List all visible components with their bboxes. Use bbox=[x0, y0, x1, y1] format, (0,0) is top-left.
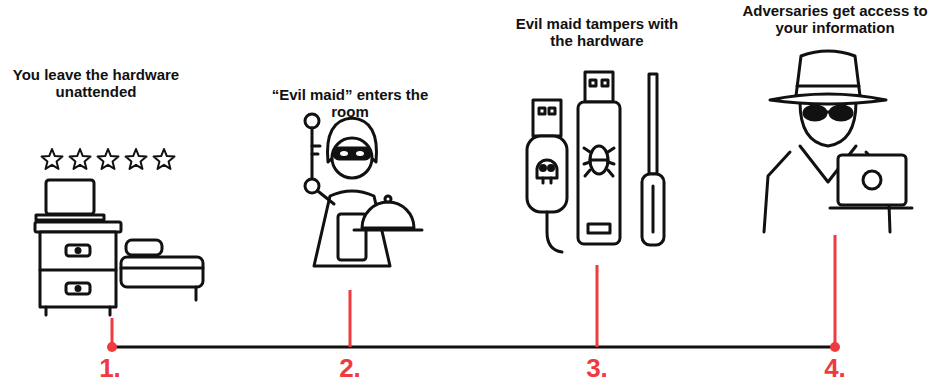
timeline-axis bbox=[830, 342, 840, 352]
tampering-tools-icon bbox=[578, 102, 620, 244]
tampering-tools-icon bbox=[549, 108, 555, 114]
maid-icon bbox=[334, 148, 370, 159]
adversary-icon bbox=[863, 171, 881, 189]
tampering-tools-icon bbox=[527, 72, 664, 252]
maid-icon bbox=[354, 229, 422, 232]
hotel-room-icon bbox=[121, 267, 203, 270]
tampering-tools-icon bbox=[584, 148, 614, 176]
timeline-axis bbox=[834, 235, 837, 347]
tampering-tools-icon bbox=[537, 160, 557, 178]
maid-icon bbox=[305, 179, 319, 193]
tampering-tools-icon bbox=[652, 186, 655, 232]
adversary-icon bbox=[800, 102, 856, 146]
rating-stars bbox=[70, 149, 91, 169]
hotel-room-icon bbox=[76, 249, 80, 253]
maid-icon bbox=[305, 114, 422, 266]
tampering-tools-icon bbox=[588, 224, 610, 233]
rating-stars bbox=[98, 149, 119, 169]
timeline-axis bbox=[107, 342, 117, 352]
rating-stars bbox=[126, 149, 147, 169]
tampering-tools-icon bbox=[547, 212, 562, 252]
maid-icon bbox=[332, 138, 372, 178]
step-caption: You leave the hardware unattended bbox=[0, 66, 196, 101]
hotel-room-icon bbox=[109, 307, 112, 315]
hotel-room-icon bbox=[66, 283, 90, 294]
step-number: 4. bbox=[805, 354, 865, 383]
hotel-room-icon bbox=[121, 257, 203, 287]
step-number: 1. bbox=[80, 354, 140, 383]
timeline-axis bbox=[107, 235, 840, 352]
hotel-room-icon bbox=[40, 269, 116, 272]
rating-stars bbox=[42, 149, 175, 169]
adversary-icon bbox=[830, 106, 852, 120]
hotel-room-icon bbox=[40, 232, 116, 307]
tampering-tools-icon bbox=[527, 136, 567, 212]
rating-stars bbox=[154, 149, 175, 169]
tampering-tools-icon bbox=[649, 74, 657, 174]
hotel-room-icon bbox=[45, 307, 48, 315]
hotel-room-icon bbox=[66, 245, 90, 256]
tampering-tools-icon bbox=[602, 80, 608, 86]
tampering-tools-icon bbox=[590, 159, 608, 162]
tampering-tools-icon bbox=[541, 166, 546, 171]
step-number: 3. bbox=[567, 354, 627, 383]
hotel-room-icon bbox=[126, 240, 162, 255]
tampering-tools-icon bbox=[642, 174, 664, 245]
hotel-room-icon bbox=[35, 180, 203, 315]
tampering-tools-icon bbox=[585, 72, 613, 102]
step-caption: Evil maid tampers with the hardware bbox=[515, 15, 680, 50]
adversary-icon bbox=[764, 51, 912, 232]
rating-stars bbox=[42, 149, 63, 169]
tampering-tools-icon bbox=[549, 166, 554, 171]
step-caption: Adversaries get access to your informati… bbox=[735, 2, 935, 37]
hotel-room-icon bbox=[46, 180, 94, 214]
adversary-icon bbox=[830, 207, 912, 210]
tampering-tools-icon bbox=[542, 178, 545, 183]
step-caption: “Evil maid” enters the room bbox=[268, 86, 433, 121]
adversary-icon bbox=[804, 106, 826, 120]
maid-icon bbox=[385, 196, 391, 202]
tampering-tools-icon bbox=[539, 108, 545, 114]
maid-icon bbox=[356, 151, 364, 156]
timeline-axis bbox=[112, 346, 835, 349]
maid-icon bbox=[312, 153, 318, 156]
adversary-icon bbox=[797, 85, 859, 88]
adversary-icon bbox=[826, 111, 830, 114]
timeline-axis bbox=[349, 290, 352, 347]
tampering-tools-icon bbox=[550, 178, 553, 183]
tampering-tools-icon bbox=[590, 146, 608, 174]
maid-icon bbox=[340, 151, 348, 156]
maid-icon bbox=[305, 114, 319, 128]
adversary-icon bbox=[838, 155, 906, 205]
adversary-icon bbox=[796, 51, 860, 96]
timeline-axis bbox=[596, 265, 599, 347]
hotel-room-icon bbox=[36, 215, 104, 220]
maid-icon bbox=[312, 145, 320, 148]
hotel-room-icon bbox=[76, 287, 80, 291]
tampering-tools-icon bbox=[590, 80, 596, 86]
adversary-icon bbox=[770, 94, 886, 104]
hotel-room-icon bbox=[195, 287, 198, 300]
tampering-tools-icon bbox=[533, 100, 561, 136]
step-number: 2. bbox=[320, 354, 380, 383]
maid-icon bbox=[362, 202, 414, 228]
